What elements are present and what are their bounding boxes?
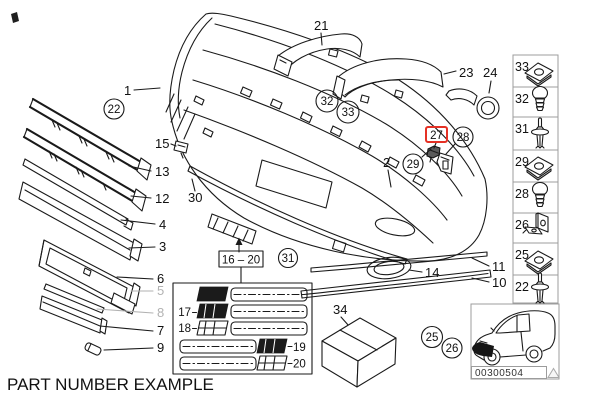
strip-variant — [230, 287, 308, 302]
trim-strips-drawing — [187, 165, 492, 299]
callout-15[interactable]: 15 — [155, 136, 169, 151]
fastener-num-28[interactable]: 28 — [515, 187, 529, 201]
callout-9[interactable]: 9 — [157, 340, 164, 355]
variant-label-20[interactable]: 20 — [293, 359, 306, 371]
up-arrow-head-icon — [235, 237, 243, 245]
callout-25-circled[interactable]: 25 — [420, 325, 444, 349]
callout-26-circled[interactable]: 26 — [441, 337, 463, 359]
callout-32-circled[interactable]: 32 — [315, 89, 339, 113]
callout-12[interactable]: 12 — [155, 191, 169, 206]
callout-2[interactable]: 2 — [383, 155, 390, 170]
callout-5[interactable]: 5 — [157, 283, 164, 298]
fastener-num-32[interactable]: 32 — [515, 92, 529, 106]
corner-mark — [11, 12, 19, 23]
fastener-num-29[interactable]: 29 — [515, 155, 529, 169]
range-callout-text[interactable]: 16 – 20 — [222, 255, 260, 267]
expansion-rivet-icon — [530, 117, 550, 149]
callout-29-circled[interactable]: 29 — [402, 153, 424, 175]
callout-28-text[interactable]: 28 — [457, 132, 470, 144]
callout-27-text[interactable]: 27 — [430, 130, 443, 142]
fastener-num-33[interactable]: 33 — [515, 60, 529, 74]
expansion-rivet-icon — [530, 272, 550, 304]
car-preview: 00300504 — [470, 303, 560, 380]
shipping-box-drawing — [321, 317, 397, 388]
highlighted-bumper-area — [472, 342, 494, 357]
speed-nut-icon — [524, 62, 554, 87]
callout-32-text[interactable]: 32 — [321, 96, 334, 108]
callout-22-circled[interactable]: 22 — [103, 98, 125, 120]
callout-21[interactable]: 21 — [314, 18, 328, 33]
callout-27-highlighted[interactable]: 27 — [425, 126, 448, 143]
callout-7[interactable]: 7 — [157, 323, 164, 338]
callout-31-text[interactable]: 31 — [282, 253, 295, 265]
circled-callouts: 22 32 33 28 29 31 25 26 — [103, 89, 474, 359]
small-clips-drawing — [173, 140, 454, 175]
grommet-icon — [531, 181, 549, 208]
callout-10[interactable]: 10 — [492, 275, 506, 290]
callout-13[interactable]: 13 — [155, 164, 169, 179]
grille-variant-dark — [196, 286, 229, 302]
delta-triangle-icon — [547, 367, 560, 378]
callout-31-circled[interactable]: 31 — [277, 247, 299, 269]
variant-label-19[interactable]: 19 — [293, 342, 306, 354]
variant-label-18[interactable]: 18 — [178, 323, 191, 335]
top-brackets-drawing — [273, 33, 500, 120]
callout-34[interactable]: 34 — [333, 302, 347, 317]
callout-28-circled[interactable]: 28 — [452, 126, 474, 148]
variant-table: 17 18 19 20 — [172, 282, 313, 375]
callout-11[interactable]: 11 — [492, 259, 506, 274]
grommet-icon — [531, 85, 549, 112]
callout-30[interactable]: 30 — [188, 190, 202, 205]
callout-6[interactable]: 6 — [157, 271, 164, 286]
car-thumbnail — [472, 310, 556, 366]
speed-nut-icon — [524, 250, 554, 275]
footer-example-label: PART NUMBER EXAMPLE — [7, 375, 214, 394]
angle-bracket-icon — [522, 212, 549, 235]
fastener-panel: 33 32 31 29 28 — [512, 54, 559, 304]
callout-8[interactable]: 8 — [157, 305, 164, 320]
callout-24[interactable]: 24 — [483, 65, 497, 80]
callout-4[interactable]: 4 — [159, 217, 166, 232]
callout-22-text[interactable]: 22 — [108, 104, 121, 116]
leader-lines — [96, 32, 492, 351]
speed-nut-icon — [524, 156, 554, 181]
callout-1[interactable]: 1 — [124, 83, 131, 98]
callout-14[interactable]: 14 — [425, 265, 439, 280]
callout-33-circled[interactable]: 33 — [336, 100, 360, 124]
plain-callouts: 1 2 13 12 4 3 6 5 8 7 9 15 30 21 23 24 1… — [124, 18, 506, 355]
fastener-num-25[interactable]: 25 — [515, 248, 529, 262]
callout-29-text[interactable]: 29 — [407, 159, 420, 171]
callout-26-text[interactable]: 26 — [446, 343, 459, 355]
variant-label-17[interactable]: 17 — [178, 307, 191, 319]
callout-23[interactable]: 23 — [459, 65, 473, 80]
diagram-code: 00300504 — [475, 368, 524, 379]
callout-33-text[interactable]: 33 — [342, 107, 355, 119]
callout-25-text[interactable]: 25 — [426, 332, 439, 344]
fastener-num-22[interactable]: 22 — [515, 280, 529, 294]
grille-stack-drawing — [18, 97, 152, 356]
range-callout-16-20[interactable]: 16 – 20 — [218, 237, 264, 284]
fastener-num-31[interactable]: 31 — [515, 122, 529, 136]
callout-3[interactable]: 3 — [159, 239, 166, 254]
